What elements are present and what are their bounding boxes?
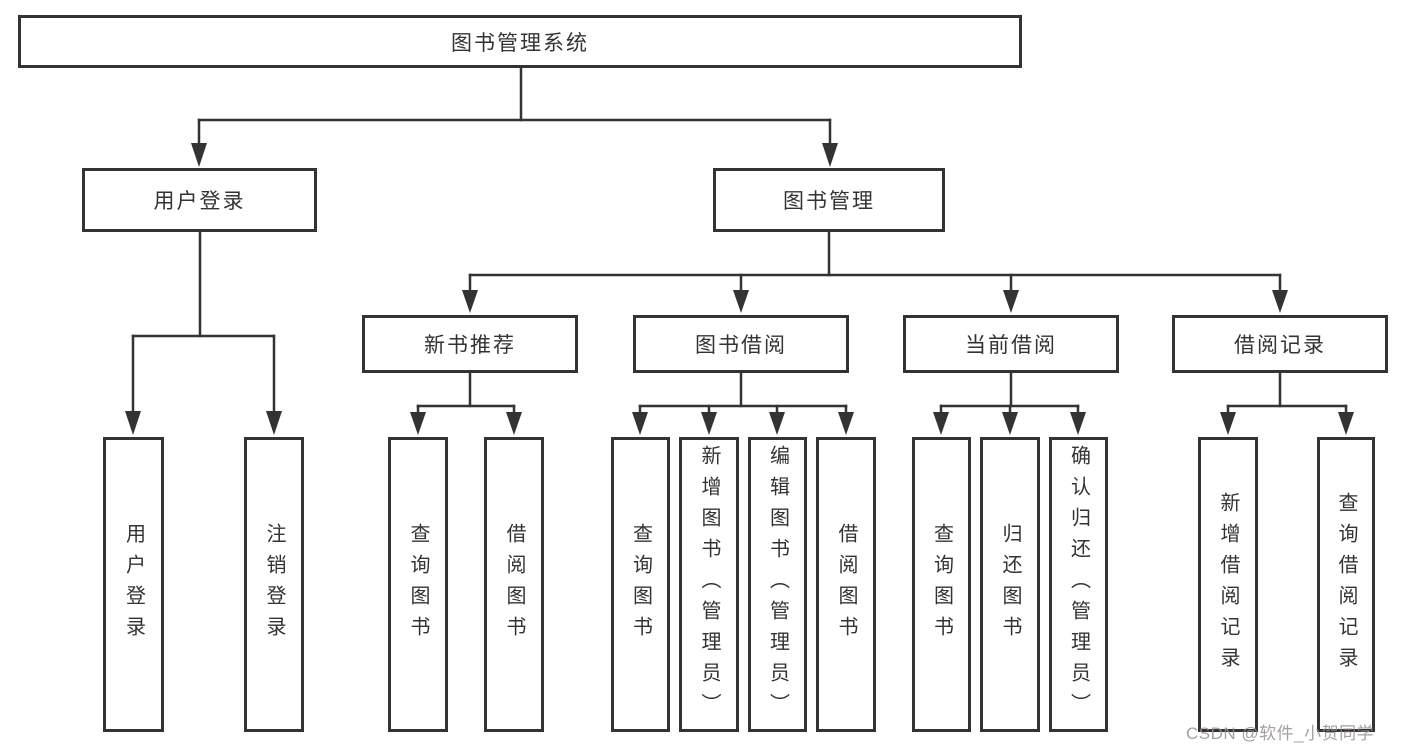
leaf-borrow-books-2-label: 借阅图书 [835, 522, 857, 647]
node-book-management-label: 图书管理 [783, 190, 875, 213]
node-root-library-management-system: 图书管理系统 [18, 15, 1022, 68]
leaf-confirm-return-admin-label: 确认归还（管理员） [1067, 445, 1090, 724]
leaf-search-books-3-label: 查询图书 [930, 522, 953, 647]
leaf-logout: 注销登录 [244, 437, 304, 732]
leaf-search-books-1-label: 查询图书 [407, 522, 429, 647]
leaf-return-books: 归还图书 [980, 437, 1040, 732]
leaf-add-borrow-record: 新增借阅记录 [1198, 437, 1258, 732]
leaf-user-login: 用户登录 [103, 437, 164, 732]
csdn-watermark: CSDN @软件_小贺同学 [1186, 724, 1375, 743]
leaf-edit-books-admin-label: 编辑图书（管理员） [766, 445, 789, 724]
leaf-logout-label: 注销登录 [263, 522, 285, 647]
node-user-login: 用户登录 [82, 168, 317, 232]
leaf-edit-books-admin: 编辑图书（管理员） [748, 437, 807, 732]
node-borrowing-records: 借阅记录 [1172, 315, 1388, 373]
leaf-add-books-admin-label: 新增图书（管理员） [698, 445, 720, 724]
leaf-add-borrow-record-label: 新增借阅记录 [1217, 491, 1239, 678]
leaf-add-books-admin: 新增图书（管理员） [679, 437, 739, 732]
leaf-search-books-3: 查询图书 [912, 437, 971, 732]
node-user-login-label: 用户登录 [153, 190, 246, 213]
node-new-book-recommendation: 新书推荐 [362, 315, 578, 373]
node-book-borrowing-label: 图书借阅 [695, 334, 787, 357]
node-root-label: 图书管理系统 [451, 31, 589, 55]
leaf-borrow-books-1-label: 借阅图书 [503, 522, 525, 647]
leaf-search-borrow-record-label: 查询借阅记录 [1335, 491, 1357, 678]
node-book-management: 图书管理 [713, 168, 945, 232]
node-new-book-recommendation-label: 新书推荐 [424, 334, 516, 357]
node-current-borrowing-label: 当前借阅 [965, 334, 1057, 357]
leaf-borrow-books-2: 借阅图书 [816, 437, 876, 732]
leaf-search-books-2: 查询图书 [611, 437, 670, 732]
leaf-search-borrow-record: 查询借阅记录 [1317, 437, 1375, 732]
leaf-user-login-label: 用户登录 [122, 522, 145, 647]
node-current-borrowing: 当前借阅 [903, 315, 1119, 373]
leaf-search-books-2-label: 查询图书 [629, 522, 652, 647]
leaf-search-books-1: 查询图书 [388, 437, 448, 732]
node-borrowing-records-label: 借阅记录 [1234, 334, 1326, 357]
node-book-borrowing: 图书借阅 [633, 315, 849, 373]
leaf-confirm-return-admin: 确认归还（管理员） [1049, 437, 1108, 732]
leaf-return-books-label: 归还图书 [999, 522, 1021, 647]
arrowheads [125, 143, 1354, 435]
leaf-borrow-books-1: 借阅图书 [484, 437, 544, 732]
